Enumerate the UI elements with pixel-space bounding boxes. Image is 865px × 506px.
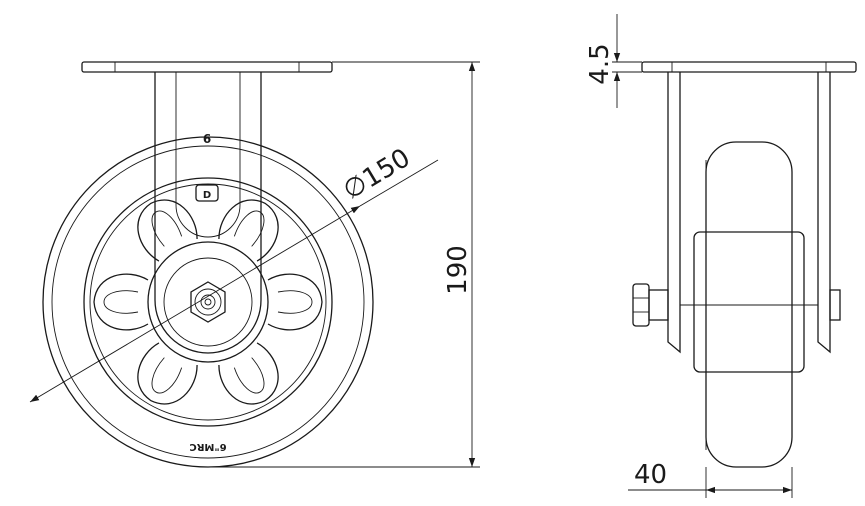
side-wheel xyxy=(693,141,805,468)
side-fork-right xyxy=(817,72,831,354)
tire-text: 6"MRC xyxy=(189,441,226,452)
plate-thickness-label: 4.5 xyxy=(585,43,615,84)
axle-nut xyxy=(190,281,226,323)
wheel: 6"MRC xyxy=(42,136,374,468)
rim-lobes xyxy=(93,199,323,405)
side-axle xyxy=(632,283,841,327)
width-label: 40 xyxy=(634,460,667,490)
fork-number: 6 xyxy=(203,132,211,146)
height-dimension: 190 xyxy=(208,61,480,468)
fork-logo: D xyxy=(195,184,219,202)
plate-thickness-dimension: 4.5 xyxy=(585,14,642,108)
front-view: 6"MRC 6 D ∅150 xyxy=(29,61,480,468)
diameter-dimension: ∅150 xyxy=(29,143,439,403)
svg-text:D: D xyxy=(203,190,211,201)
fork-leg: 6 D xyxy=(154,72,262,354)
height-label: 190 xyxy=(443,245,473,295)
side-top-plate xyxy=(641,61,857,73)
width-dimension: 40 xyxy=(628,460,793,498)
side-fork-left xyxy=(667,72,681,354)
side-view: 4.5 40 xyxy=(585,14,857,498)
top-plate xyxy=(81,61,333,73)
